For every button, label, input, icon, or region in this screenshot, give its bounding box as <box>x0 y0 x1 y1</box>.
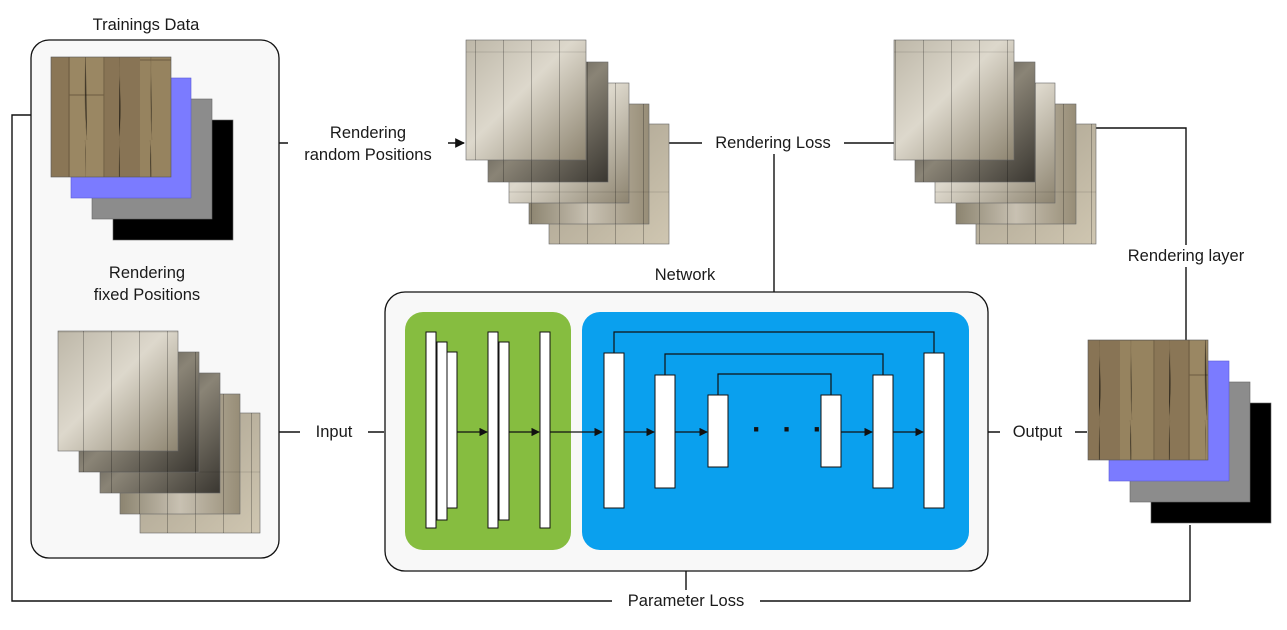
layer-bar <box>820 394 842 468</box>
layer-bar <box>707 394 729 468</box>
layer-bar <box>603 352 625 509</box>
output-material-maps <box>1087 339 1272 524</box>
input-label: Input <box>300 421 368 443</box>
rendering-layer-label: Rendering layer <box>1112 245 1260 267</box>
ellipsis-more-layers: · · · <box>752 413 829 446</box>
rendering-fixed-positions-label: Rendering fixed Positions <box>82 262 212 306</box>
output-renderings-stack <box>893 39 1097 245</box>
layer-bar <box>446 351 458 509</box>
training-material-maps <box>50 56 234 241</box>
layer-bar <box>923 352 945 509</box>
layer-bar <box>487 331 499 529</box>
layer-bar <box>436 341 448 521</box>
training-data-title: Trainings Data <box>92 16 200 34</box>
fixed-renderings-stack <box>57 330 261 534</box>
network-title: Network <box>654 266 716 284</box>
random-renderings-stack <box>465 39 670 245</box>
diffuse-albedo-map <box>1087 339 1209 461</box>
layer-bar <box>498 341 510 521</box>
rendering-random-positions-label: Rendering random Positions <box>288 122 448 166</box>
layer-bar <box>539 331 551 529</box>
diffuse-albedo-map <box>50 56 172 178</box>
rendering-loss-label: Rendering Loss <box>702 132 844 154</box>
output-label: Output <box>1000 421 1075 443</box>
parameter-loss-label: Parameter Loss <box>612 590 760 612</box>
encoder-layers <box>425 331 551 529</box>
layer-bar <box>654 374 676 489</box>
unet-block <box>582 312 969 550</box>
layer-bar <box>872 374 894 489</box>
unet-layers <box>603 352 945 509</box>
line-parameter-loss <box>11 114 1191 602</box>
skip-connections <box>613 331 935 395</box>
layer-bar <box>425 331 437 529</box>
line-rendering-layer <box>1078 127 1187 340</box>
